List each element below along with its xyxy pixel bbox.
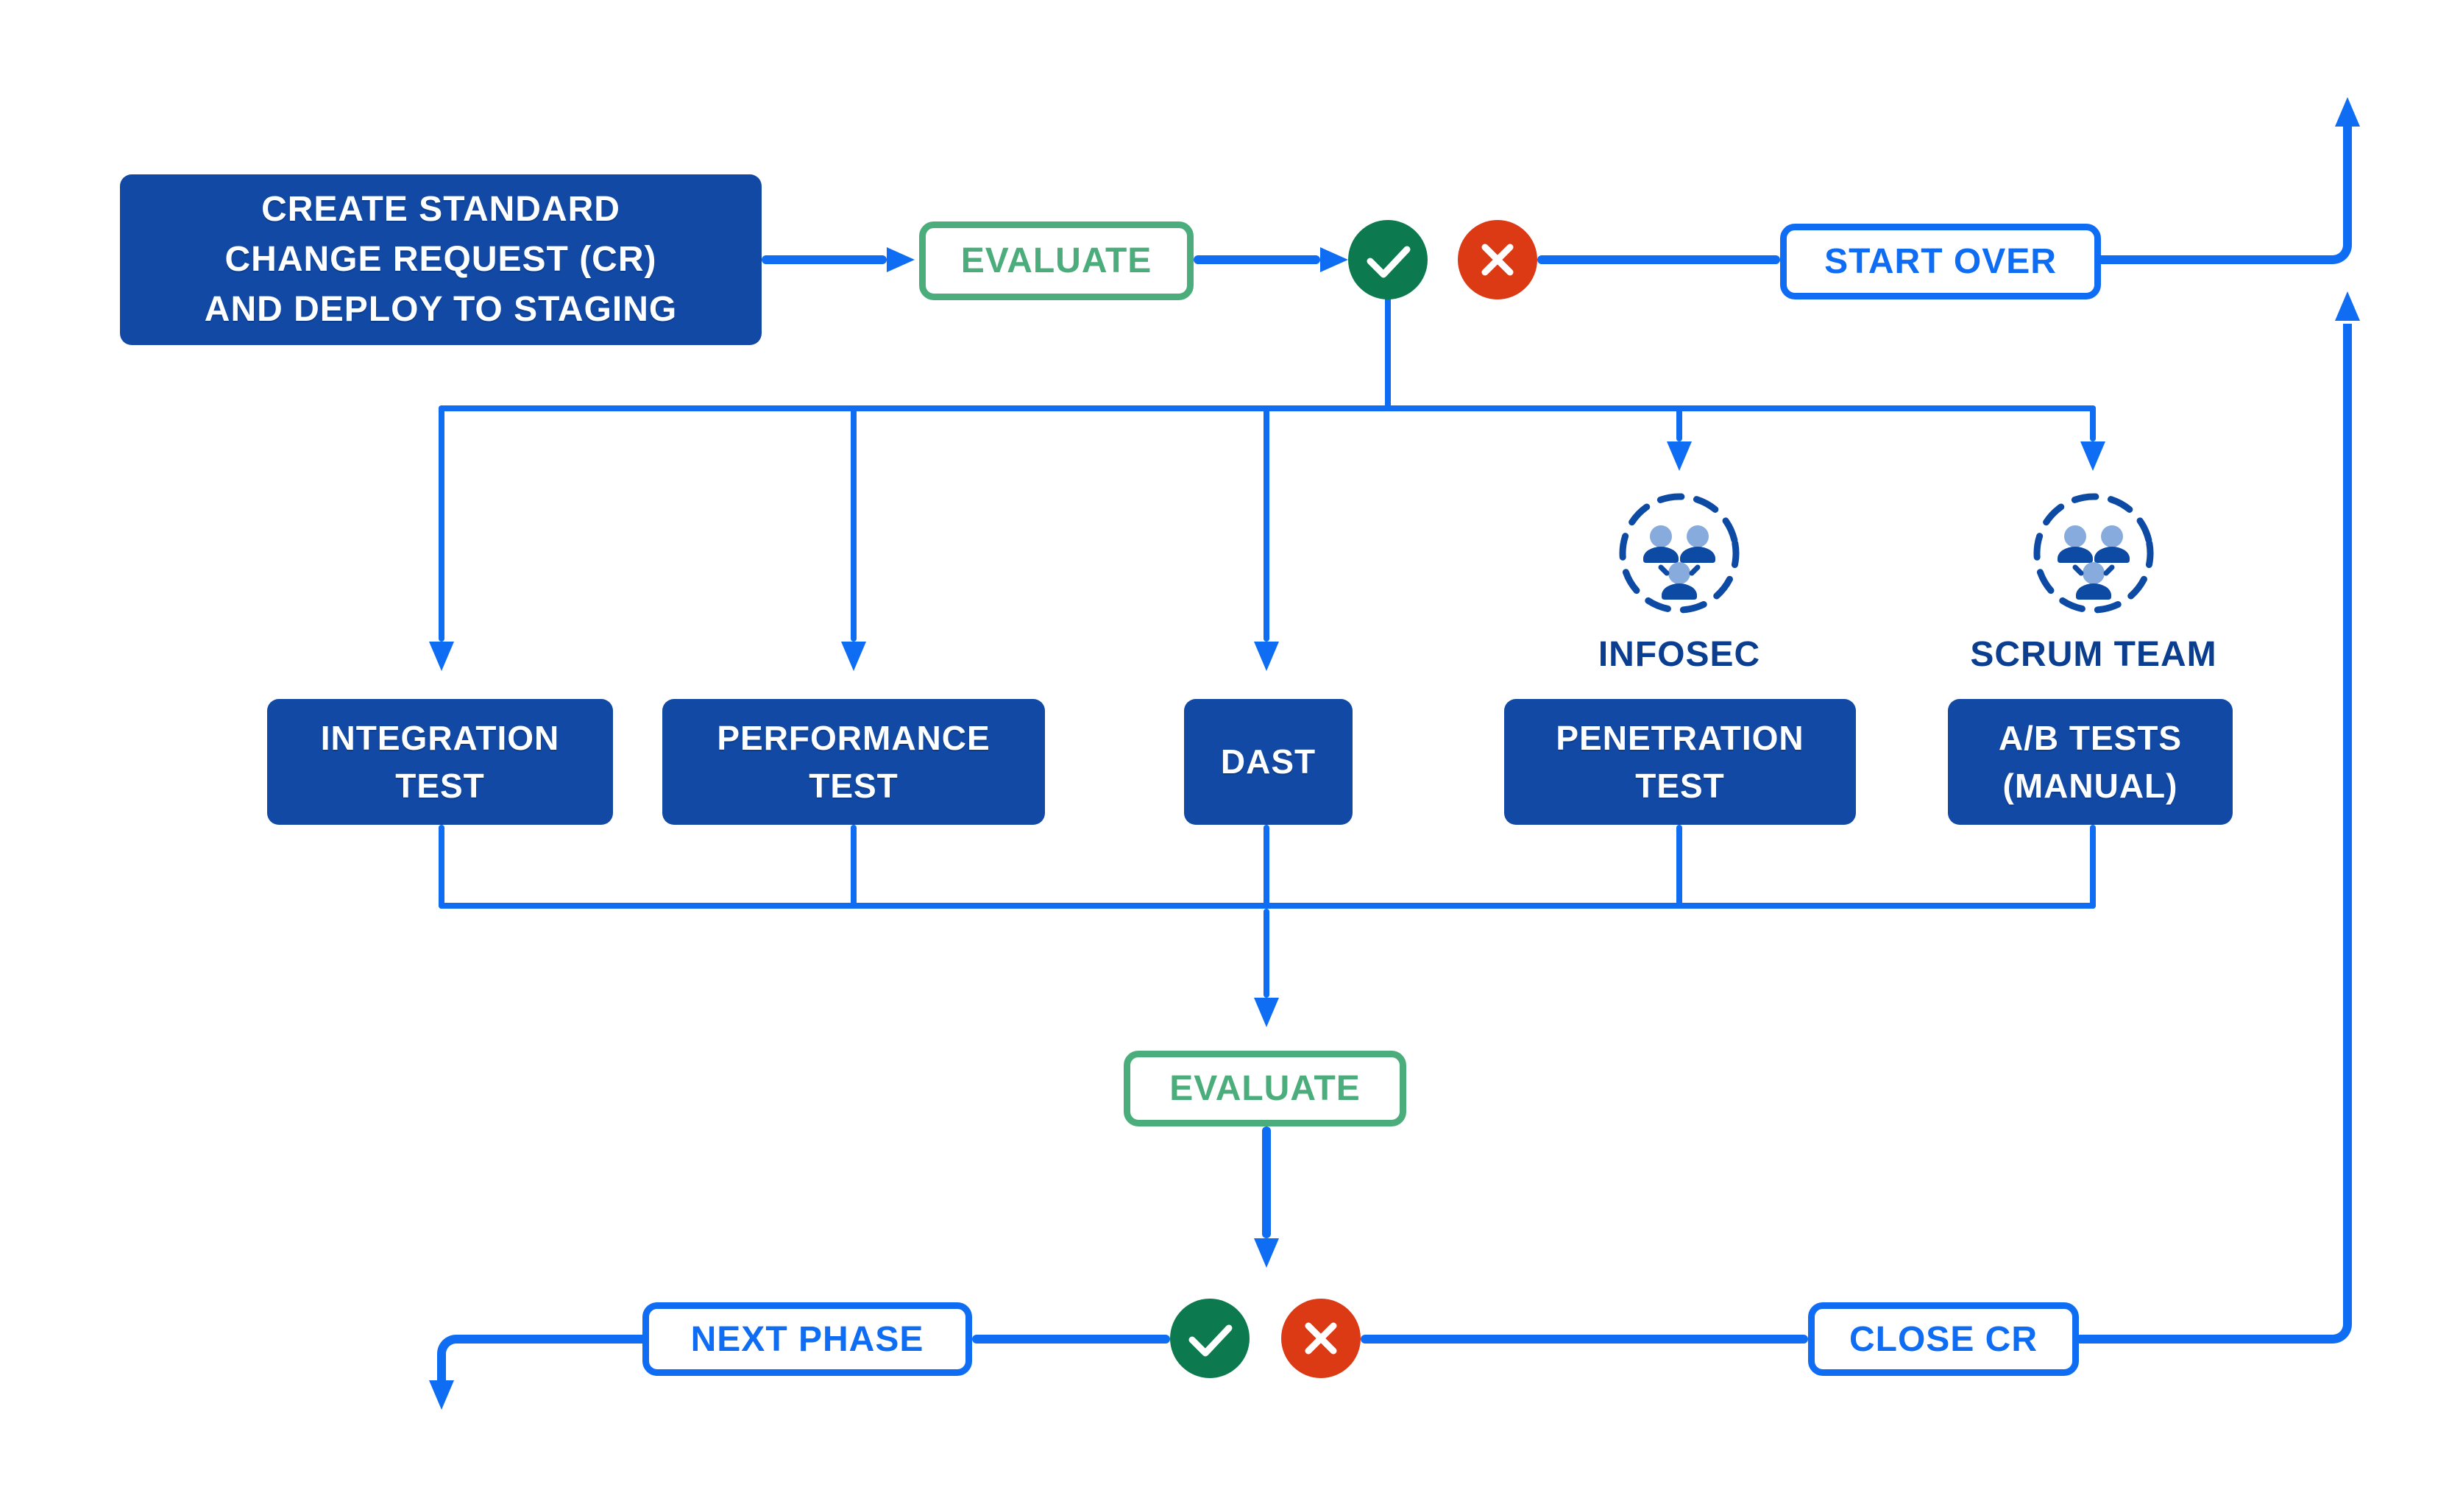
team-label-infosec: INFOSEC [1598,635,1761,674]
merge-bus-line [439,903,2096,909]
check-icon [1188,1324,1233,1357]
arrow-up-icon [2335,97,2360,127]
node-label-line: DAST [1220,742,1316,781]
node-label: START OVER [1824,242,2057,281]
connector-check-down [1385,297,1391,408]
node-evaluate-top: EVALUATE [919,221,1194,300]
team-label-scrum: SCRUM TEAM [1970,635,2217,674]
node-dast: DAST [1184,699,1353,825]
arrow-up-icon [2335,291,2360,321]
node-label-line: TEST [1635,766,1725,805]
node-label: CLOSE CR [1849,1319,2038,1359]
rejected-badge [1458,220,1537,299]
node-label-line: INTEGRATION [320,719,560,758]
node-label-line: PERFORMANCE [717,719,990,758]
team-people-icon [1617,491,1742,616]
connector-cross-to-start-over [1537,255,1780,264]
node-start-over: START OVER [1780,224,2101,299]
branch-infosec [1676,405,1682,441]
drop-penetration [1676,825,1682,909]
node-integration-test: INTEGRATION TEST [267,699,613,825]
connector-cross-to-close-cr [1361,1335,1808,1344]
connector-next-phase-to-check [972,1335,1170,1344]
rejected-badge [1281,1299,1361,1378]
drop-ab-tests [2090,825,2096,909]
node-evaluate-bottom: EVALUATE [1124,1051,1406,1126]
node-next-phase: NEXT PHASE [642,1302,972,1376]
connector-create-to-evaluate [762,255,887,264]
node-label-line: PENETRATION [1556,719,1804,758]
branch-scrum [2090,405,2096,441]
approved-badge [1348,220,1428,299]
connector-close-cr-up [2079,324,2352,1344]
arrow-down-icon [2080,441,2105,471]
arrow-down-icon [1254,1238,1279,1268]
branch-integration [439,405,444,642]
branch-dast [1264,405,1269,642]
arrow-down-icon [1254,642,1279,671]
node-penetration-test: PENETRATION TEST [1504,699,1856,825]
node-performance-test: PERFORMANCE TEST [662,699,1045,825]
connector-evaluate-to-decision [1262,1126,1271,1238]
cross-icon [1481,244,1514,276]
node-label-line: CHANGE REQUEST (CR) [224,239,657,279]
connector-evaluate-to-check [1194,255,1320,264]
arrow-right-icon [1320,247,1348,272]
branch-performance [851,405,857,642]
node-create-change-request: CREATE STANDARD CHANGE REQUEST (CR) AND … [120,174,762,345]
check-icon [1367,246,1411,278]
node-label: EVALUATE [1169,1069,1361,1108]
arrow-right-icon [887,247,915,272]
arrow-down-icon [429,642,454,671]
cross-icon [1305,1322,1337,1355]
node-label-line: AND DEPLOY TO STAGING [204,290,678,330]
connector-merge-to-evaluate [1264,909,1269,998]
connector-start-over-up [2101,125,2352,264]
team-people-icon [2031,491,2156,616]
node-label-line: TEST [809,766,899,805]
node-label: NEXT PHASE [690,1319,924,1359]
arrow-down-icon [841,642,866,671]
drop-integration [439,825,444,909]
connector-next-phase-out [437,1335,642,1382]
node-label-line: CREATE STANDARD [261,189,620,229]
node-label-line: A/B TESTS [1998,719,2183,758]
node-label-line: (MANUAL) [2002,766,2178,805]
node-close-cr: CLOSE CR [1808,1302,2079,1376]
drop-dast [1264,825,1269,909]
arrow-down-icon [1254,998,1279,1027]
node-label-line: TEST [395,766,485,805]
arrow-down-icon [429,1380,454,1410]
arrow-down-icon [1667,441,1692,471]
node-label: EVALUATE [960,241,1152,280]
approved-badge [1170,1299,1250,1378]
node-ab-tests-manual: A/B TESTS (MANUAL) [1948,699,2233,825]
drop-performance [851,825,857,909]
